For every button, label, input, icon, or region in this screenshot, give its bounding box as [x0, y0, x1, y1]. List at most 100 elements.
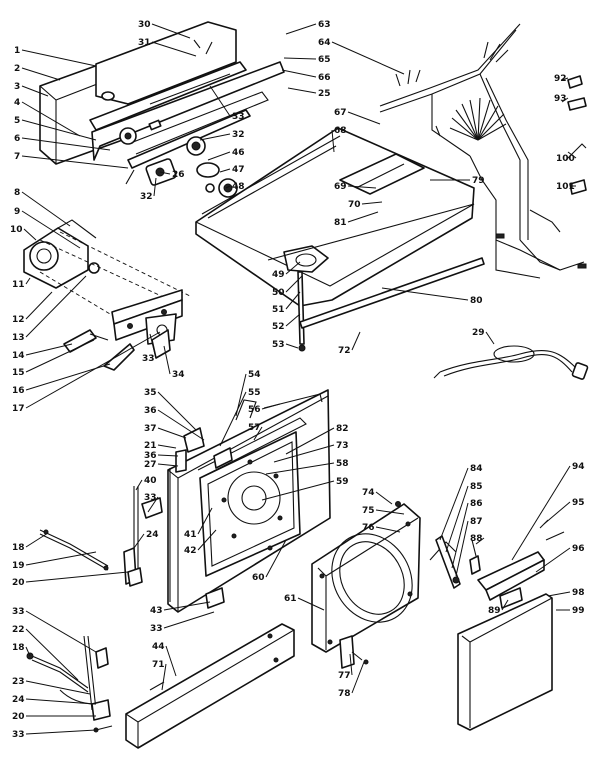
callout-c50: 50 — [272, 275, 303, 298]
leader-line — [285, 427, 335, 455]
callout-number: 99 — [572, 606, 585, 616]
callout-c85: 85 — [445, 482, 483, 553]
callout-c10: 10 — [10, 225, 37, 241]
callout-number: 60 — [252, 573, 265, 583]
callout-c13: 13 — [12, 275, 87, 343]
leader-line — [285, 23, 317, 35]
leader-line — [25, 610, 97, 653]
cycle-knob — [196, 162, 238, 198]
leader-line — [445, 485, 469, 553]
callout-c34: 34 — [163, 345, 185, 380]
callout-number: 40 — [144, 476, 157, 486]
callout-number: 33 — [12, 730, 25, 740]
callout-c24b: 24 — [12, 695, 95, 705]
callout-c81: 81 — [334, 211, 379, 228]
callout-c75: 75 — [362, 506, 405, 516]
callout-c78: 78 — [338, 661, 365, 699]
callout-c20b: 20 — [12, 712, 96, 722]
callout-number: 42 — [184, 546, 197, 556]
callout-number: 7 — [14, 152, 20, 162]
leader-line — [25, 343, 73, 356]
callout-number: 24 — [146, 530, 159, 540]
callout-number: 86 — [470, 499, 483, 509]
callout-number: 89 — [488, 606, 501, 616]
leader-line — [165, 645, 177, 677]
callout-c68: 68 — [331, 126, 347, 153]
callout-number: 12 — [12, 315, 25, 325]
callout-number: 1 — [14, 46, 20, 56]
leader-line — [485, 331, 495, 345]
callout-c88: 88 — [470, 534, 485, 545]
callout-number: 20 — [12, 712, 25, 722]
callout-number: 58 — [336, 459, 349, 469]
leader-line — [25, 277, 31, 285]
callout-c99: 99 — [556, 606, 585, 616]
callout-c47: 47 — [219, 165, 245, 175]
callout-c89: 89 — [488, 599, 509, 616]
callout-c61: 61 — [284, 594, 325, 611]
leader-line — [219, 391, 247, 447]
callout-number: 70 — [348, 200, 361, 210]
toe-plate — [125, 587, 295, 749]
callout-c3: 3 — [14, 82, 49, 97]
callout-c7: 7 — [14, 152, 129, 169]
leader-line — [265, 462, 335, 475]
callout-c41: 41 — [184, 507, 213, 540]
callout-c60: 60 — [252, 539, 287, 583]
callout-number: 18 — [12, 643, 25, 653]
callout-number: 72 — [338, 346, 351, 356]
callout-number: 36 — [144, 406, 157, 416]
leader-line — [261, 403, 281, 410]
callout-number: 55 — [248, 388, 261, 398]
callout-c51: 51 — [272, 291, 301, 315]
callout-c100: 100 — [556, 151, 577, 164]
leader-line — [285, 261, 301, 275]
callout-number: 52 — [272, 322, 285, 332]
callout-c32a: 32 — [199, 130, 245, 141]
callout-c86: 86 — [451, 499, 483, 569]
callout-c98: 98 — [547, 588, 585, 598]
callout-number: 49 — [272, 270, 285, 280]
leader-line — [297, 597, 325, 611]
callout-number: 19 — [12, 561, 25, 571]
leader-line — [147, 496, 159, 513]
leader-line — [25, 729, 97, 735]
callout-c21: 21 — [144, 441, 177, 451]
callout-number: 33 — [232, 112, 245, 122]
callout-number: 15 — [12, 368, 25, 378]
callout-c66: 66 — [281, 69, 331, 83]
callout-number: 33 — [142, 354, 155, 364]
callout-c57: 57 — [248, 423, 263, 441]
leader-line — [347, 111, 381, 125]
selector-knob — [186, 136, 206, 156]
callout-number: 33 — [150, 624, 163, 634]
leader-line — [285, 343, 299, 349]
mounting-bracket — [111, 289, 183, 345]
callout-c101: 101 — [556, 182, 576, 192]
callout-c33c: 33 — [144, 493, 159, 513]
leader-line — [285, 291, 301, 310]
door-bezel — [311, 501, 421, 653]
callout-c40: 40 — [135, 476, 157, 491]
leader-line — [511, 465, 571, 561]
callout-c58: 58 — [265, 459, 349, 475]
leader-line — [361, 201, 383, 205]
leader-line — [261, 480, 335, 501]
callout-number: 64 — [318, 38, 331, 48]
callout-number: 26 — [172, 170, 185, 180]
leader-line — [347, 211, 379, 223]
callout-number: 29 — [472, 328, 485, 338]
callout-number: 100 — [556, 154, 575, 164]
leader-line — [285, 275, 303, 293]
callout-c25: 25 — [287, 87, 331, 99]
callout-c2: 2 — [14, 64, 61, 81]
callout-number: 74 — [362, 488, 375, 498]
leader-line — [439, 467, 469, 541]
callout-number: 82 — [336, 424, 349, 434]
leader-line — [21, 155, 129, 169]
leader-line — [21, 67, 61, 81]
callout-number: 3 — [14, 82, 20, 92]
callout-number: 10 — [10, 225, 23, 235]
leader-line — [133, 533, 145, 549]
callout-number: 27 — [144, 460, 157, 470]
